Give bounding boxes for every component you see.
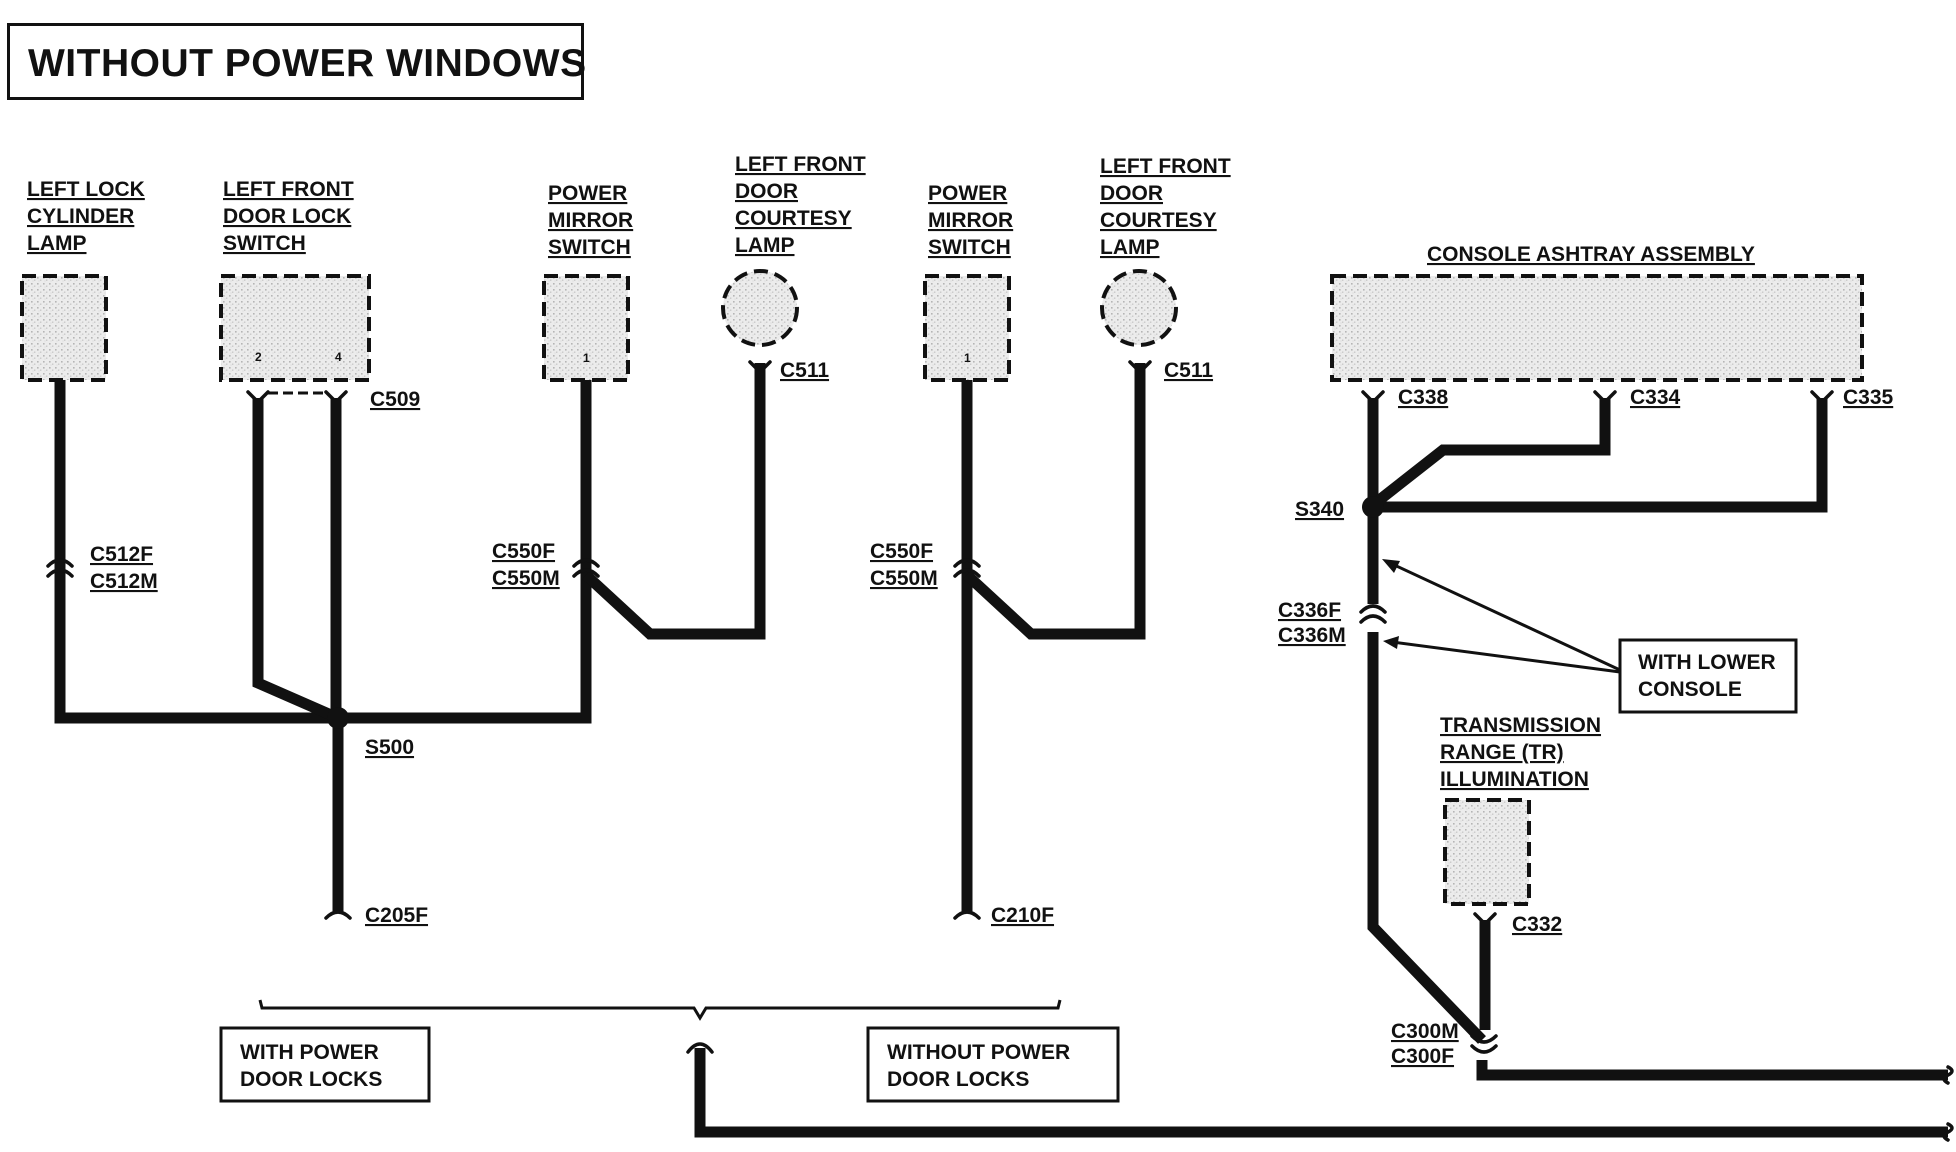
svg-text:COURTESY: COURTESY xyxy=(1100,209,1217,232)
connector-c336-label: C336F C336M xyxy=(1278,599,1346,647)
connector-c511-label: C511 xyxy=(1164,359,1213,382)
connector-c210f-label: C210F xyxy=(991,904,1054,927)
wire xyxy=(963,363,1146,640)
diagram-title: WITHOUT POWER WINDOWS xyxy=(28,42,587,85)
connector-c550-label-1: C550F C550M xyxy=(492,540,560,590)
pin-label: 1 xyxy=(583,351,590,365)
svg-text:C550F: C550F xyxy=(870,540,933,563)
svg-text:DOOR LOCKS: DOOR LOCKS xyxy=(240,1068,382,1091)
wire xyxy=(1369,398,1611,510)
connector-c338-label: C338 xyxy=(1398,386,1449,409)
svg-text:LEFT FRONT: LEFT FRONT xyxy=(1100,155,1231,178)
svg-text:WITH LOWER: WITH LOWER xyxy=(1638,651,1776,674)
wire xyxy=(582,363,766,640)
svg-text:TRANSMISSION: TRANSMISSION xyxy=(1440,714,1601,737)
svg-text:LAMP: LAMP xyxy=(1100,236,1160,259)
power-mirror-switch-2 xyxy=(923,274,1011,382)
courtesy-lamp-label-1: LEFT FRONT DOOR COURTESY LAMP xyxy=(735,153,866,257)
svg-text:ILLUMINATION: ILLUMINATION xyxy=(1440,768,1589,791)
power-mirror-switch-1 xyxy=(542,274,630,382)
svg-text:C550M: C550M xyxy=(492,567,560,590)
courtesy-lamp-2 xyxy=(1100,269,1178,347)
pin-label: 1 xyxy=(964,351,971,365)
svg-text:POWER: POWER xyxy=(928,182,1007,205)
power-mirror-switch-label-2: POWER MIRROR SWITCH xyxy=(928,182,1013,259)
connector-c511-label: C511 xyxy=(780,359,829,382)
note-with-power-door-locks: WITH POWER DOOR LOCKS xyxy=(219,1026,431,1103)
wire xyxy=(54,380,338,724)
wire xyxy=(338,380,592,724)
connector-symbols xyxy=(46,360,1954,1142)
svg-text:C550M: C550M xyxy=(870,567,938,590)
transmission-range-illumination-label: TRANSMISSION RANGE (TR) ILLUMINATION xyxy=(1440,714,1601,791)
note-without-power-door-locks: WITHOUT POWER DOOR LOCKS xyxy=(866,1026,1120,1103)
svg-text:POWER: POWER xyxy=(548,182,627,205)
svg-text:C336F: C336F xyxy=(1278,599,1341,622)
connector-c205f-label: C205F xyxy=(365,904,428,927)
svg-text:DOOR: DOOR xyxy=(1100,182,1163,205)
svg-text:C336M: C336M xyxy=(1278,624,1346,647)
courtesy-lamp-label-2: LEFT FRONT DOOR COURTESY LAMP xyxy=(1100,155,1231,259)
svg-text:WITHOUT POWER: WITHOUT POWER xyxy=(887,1041,1070,1064)
svg-text:SWITCH: SWITCH xyxy=(223,232,306,255)
svg-text:LEFT FRONT: LEFT FRONT xyxy=(735,153,866,176)
courtesy-lamp-1 xyxy=(721,269,799,347)
splice-s340 xyxy=(1362,496,1384,518)
leader-arrows xyxy=(1382,559,1621,674)
connector-c334-label: C334 xyxy=(1630,386,1681,409)
svg-text:LAMP: LAMP xyxy=(735,234,795,257)
svg-text:C512M: C512M xyxy=(90,570,158,593)
connector-c512-label: C512F C512M xyxy=(90,543,158,593)
left-lock-cylinder-lamp-label: LEFT LOCK CYLINDER LAMP xyxy=(27,178,145,255)
note-with-lower-console: WITH LOWER CONSOLE xyxy=(1618,638,1798,714)
svg-text:C550F: C550F xyxy=(492,540,555,563)
connector-c300-label: C300M C300F xyxy=(1391,1020,1459,1068)
wire xyxy=(1476,1060,1948,1081)
connector-c550-label-2: C550F C550M xyxy=(870,540,938,590)
svg-text:WITH POWER: WITH POWER xyxy=(240,1041,379,1064)
wire xyxy=(1373,398,1828,513)
svg-text:RANGE (TR): RANGE (TR) xyxy=(1440,741,1564,764)
wire xyxy=(1367,632,1486,1044)
pin-label: 2 xyxy=(255,350,262,364)
svg-text:C300F: C300F xyxy=(1391,1045,1454,1068)
splice-s500-label: S500 xyxy=(365,736,414,759)
transmission-range-illumination xyxy=(1443,798,1531,906)
svg-text:LEFT LOCK: LEFT LOCK xyxy=(27,178,145,201)
connector-c332-label: C332 xyxy=(1512,913,1562,936)
svg-text:MIRROR: MIRROR xyxy=(548,209,633,232)
connector-c509-label: C509 xyxy=(370,388,420,411)
svg-text:CONSOLE: CONSOLE xyxy=(1638,678,1742,701)
svg-text:SWITCH: SWITCH xyxy=(548,236,631,259)
splice-s340-label: S340 xyxy=(1295,498,1344,521)
svg-text:DOOR: DOOR xyxy=(735,180,798,203)
svg-text:DOOR LOCK: DOOR LOCK xyxy=(223,205,351,228)
power-mirror-switch-label-1: POWER MIRROR SWITCH xyxy=(548,182,633,259)
svg-text:SWITCH: SWITCH xyxy=(928,236,1011,259)
console-ashtray-assembly-label: CONSOLE ASHTRAY ASSEMBLY xyxy=(1427,243,1755,266)
title-box: WITHOUT POWER WINDOWS xyxy=(7,23,587,100)
left-lock-cylinder-lamp xyxy=(20,274,108,382)
option-brace xyxy=(258,999,1062,1021)
svg-text:C300M: C300M xyxy=(1391,1020,1459,1043)
svg-text:LEFT FRONT: LEFT FRONT xyxy=(223,178,354,201)
svg-text:MIRROR: MIRROR xyxy=(928,209,1013,232)
svg-text:COURTESY: COURTESY xyxy=(735,207,852,230)
left-front-door-lock-switch-label: LEFT FRONT DOOR LOCK SWITCH xyxy=(223,178,354,255)
svg-text:DOOR LOCKS: DOOR LOCKS xyxy=(887,1068,1029,1091)
splice-s500 xyxy=(327,707,349,729)
wire xyxy=(252,398,341,724)
svg-text:C512F: C512F xyxy=(90,543,153,566)
connector-c335-label: C335 xyxy=(1843,386,1894,409)
console-ashtray-assembly xyxy=(1330,274,1864,382)
left-front-door-lock-switch xyxy=(219,274,371,382)
wire xyxy=(694,1048,1948,1138)
svg-text:LAMP: LAMP xyxy=(27,232,87,255)
svg-text:CYLINDER: CYLINDER xyxy=(27,205,134,228)
pin-label: 4 xyxy=(335,350,342,364)
